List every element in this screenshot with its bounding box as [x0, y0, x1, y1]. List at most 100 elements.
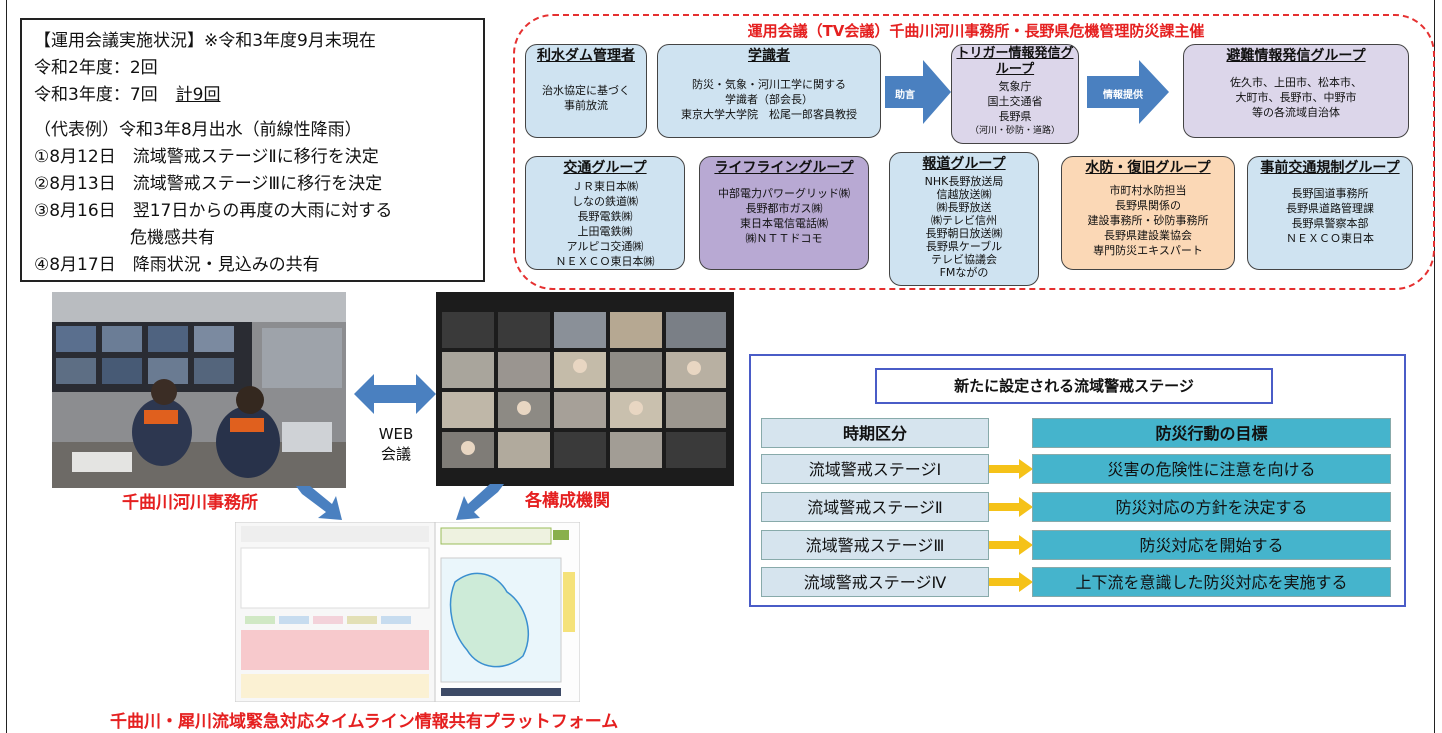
summary-title: 【運用会議実施状況】※令和3年度9月末現在	[34, 31, 376, 51]
agencies-video-grid	[436, 292, 734, 486]
group-evac-title: 避難情報発信グループ	[1226, 48, 1366, 64]
stage-table-title: 新たに設定される流域警戒ステージ	[875, 368, 1273, 404]
group-traffic-item: ＮＥＸＣＯ東日本	[1286, 232, 1374, 245]
operation-meeting-container: 運用会議（TV会議）千曲川河川事務所・長野県危機管理防災課主催 利水ダム管理者 …	[513, 14, 1435, 290]
group-evac-item: 等の各流域自治体	[1252, 106, 1340, 119]
stage-row-3-arrow	[989, 535, 1033, 555]
stage-row-1-goal: 災害の危険性に注意を向ける	[1032, 454, 1391, 484]
group-transport-item: しなの鉄道㈱	[572, 195, 638, 208]
stage-row-1-period: 流域警戒ステージⅠ	[761, 454, 989, 484]
group-media-item: テレビ協議会	[931, 253, 997, 266]
web-meeting-double-arrow	[354, 374, 436, 414]
summary-item-2: ②8月13日 流域警戒ステージⅢに移行を決定	[34, 174, 383, 194]
group-experts-title: 学識者	[748, 48, 790, 64]
timeline-platform-screenshots	[235, 522, 580, 702]
summary-example-title: （代表例）令和3年8月出水（前線性降雨）	[34, 120, 362, 140]
web-meeting-label: WEB 会議	[366, 424, 426, 464]
meeting-title: 運用会議（TV会議）千曲川河川事務所・長野県危機管理防災課主催	[747, 22, 1205, 40]
group-dam-item: 治水協定に基づく	[542, 84, 630, 97]
summary-item-1: ①8月12日 流域警戒ステージⅡに移行を決定	[34, 147, 379, 167]
group-transport-item: ＮＥＸＣＯ東日本㈱	[555, 255, 655, 268]
office-photo-label: 千曲川河川事務所	[122, 493, 258, 513]
group-transport-item: ＪＲ東日本㈱	[572, 180, 638, 193]
group-transport-item: 長野電鉄㈱	[577, 210, 633, 223]
group-flood-item: 専門防災エキスパート	[1093, 244, 1203, 257]
group-experts-item: 防災・気象・河川工学に関する	[692, 78, 846, 91]
web-meeting-label-1: WEB	[378, 425, 414, 443]
group-media-item: FMながの	[939, 266, 989, 279]
group-traffic-item: 長野国道事務所	[1291, 187, 1369, 200]
advice-arrow-label: 助言	[895, 90, 915, 101]
summary-item-3-cont: 危機感共有	[130, 228, 215, 248]
group-lifeline: ライフライングループ 中部電力パワーグリッド㈱ 長野都市ガス㈱ 東日本電信電話㈱…	[699, 156, 869, 270]
group-experts-item: 学識者（部会長）	[725, 93, 813, 106]
advice-arrow	[885, 60, 951, 124]
info-provision-arrow-label: 情報提供	[1103, 90, 1143, 101]
stage-row-2-goal: 防災対応の方針を決定する	[1032, 492, 1391, 522]
summary-item-4: ④8月17日 降雨状況・見込みの共有	[34, 255, 320, 275]
group-flood-title: 水防・復旧グループ	[1085, 160, 1211, 176]
group-flood-recovery: 水防・復旧グループ 市町村水防担当 長野県関係の 建設事務所・砂防事務所 長野県…	[1061, 156, 1235, 270]
group-dam-item: 事前放流	[564, 99, 608, 112]
stage-row-3-goal: 防災対応を開始する	[1032, 530, 1391, 560]
group-trigger-item: 国土交通省	[987, 95, 1043, 108]
group-trigger-info: トリガー情報発信グループ 気象庁 国土交通省 長野県 （河川・砂防・道路）	[951, 44, 1079, 144]
group-traffic-item: 長野県警察本部	[1291, 217, 1369, 230]
group-transport-item: アルピコ交通㈱	[566, 240, 644, 253]
group-lifeline-item: 中部電力パワーグリッド㈱	[718, 187, 850, 200]
group-lifeline-item: 長野都市ガス㈱	[745, 202, 823, 215]
group-lifeline-item: 東日本電信電話㈱	[740, 217, 828, 230]
stage-row-4-arrow	[989, 572, 1033, 592]
office-photo	[52, 292, 346, 488]
group-experts-item: 東京大学大学院 松尾一郎客員教授	[681, 108, 857, 121]
frame-right-line	[1434, 0, 1435, 733]
group-trigger-item: （河川・砂防・道路）	[969, 126, 1060, 136]
group-flood-item: 市町村水防担当	[1109, 184, 1187, 197]
goal-header: 防災行動の目標	[1032, 418, 1391, 448]
stage-row-4-period: 流域警戒ステージⅣ	[761, 567, 989, 597]
group-trigger-item: 気象庁	[998, 80, 1032, 93]
group-media-item: ㈱長野放送	[936, 201, 992, 214]
group-traffic-regulation: 事前交通規制グループ 長野国道事務所 長野県道路管理課 長野県警察本部 ＮＥＸＣ…	[1247, 156, 1413, 270]
summary-r3-line: 令和3年度：7回計9回	[34, 82, 471, 109]
summary-r3: 令和3年度：7回	[34, 85, 158, 105]
group-traffic-title: 事前交通規制グループ	[1260, 160, 1400, 176]
period-header: 時期区分	[761, 418, 989, 448]
stage-row-4-goal: 上下流を意識した防災対応を実施する	[1032, 567, 1391, 597]
group-media-item: NHK長野放送局	[924, 175, 1004, 188]
agencies-to-platform-arrow	[456, 484, 504, 520]
summary-total: 計9回	[175, 85, 221, 105]
group-transport-title: 交通グループ	[563, 160, 647, 176]
group-dam-title: 利水ダム管理者	[537, 48, 635, 64]
group-experts: 学識者 防災・気象・河川工学に関する 学識者（部会長） 東京大学大学院 松尾一郎…	[657, 44, 881, 138]
group-evacuation-info: 避難情報発信グループ 佐久市、上田市、松本市、 大町市、長野市、中野市 等の各流…	[1183, 44, 1409, 138]
group-traffic-item: 長野県道路管理課	[1286, 202, 1374, 215]
summary-item-3: ③8月16日 翌17日からの再度の大雨に対する	[34, 201, 393, 221]
group-media: 報道グループ NHK長野放送局 信越放送㈱ ㈱長野放送 ㈱テレビ信州 長野朝日放…	[889, 152, 1039, 286]
group-dam-managers: 利水ダム管理者 治水協定に基づく 事前放流	[525, 44, 647, 138]
group-media-title: 報道グループ	[922, 156, 1006, 172]
group-evac-item: 大町市、長野市、中野市	[1235, 91, 1357, 104]
summary-r2: 令和2年度：2回	[34, 58, 158, 78]
stage-row-3-period: 流域警戒ステージⅢ	[761, 530, 989, 560]
platform-label: 千曲川・犀川流域緊急対応タイムライン情報共有プラットフォーム	[110, 712, 619, 732]
group-media-item: ㈱テレビ信州	[931, 214, 997, 227]
web-meeting-label-2: 会議	[380, 445, 411, 463]
watershed-alert-stage-table: 新たに設定される流域警戒ステージ 時期区分 防災行動の目標 流域警戒ステージⅠ …	[749, 354, 1406, 607]
group-media-item: 長野朝日放送㈱	[925, 227, 1003, 240]
group-transport: 交通グループ ＪＲ東日本㈱ しなの鉄道㈱ 長野電鉄㈱ 上田電鉄㈱ アルピコ交通㈱…	[525, 156, 685, 270]
group-media-item: 信越放送㈱	[936, 188, 992, 201]
group-media-item: 長野県ケーブル	[925, 240, 1003, 253]
group-trigger-item: 長野県	[998, 110, 1032, 123]
group-evac-item: 佐久市、上田市、松本市、	[1230, 76, 1362, 89]
group-flood-item: 建設事務所・砂防事務所	[1087, 214, 1209, 227]
frame-left-line	[6, 0, 7, 733]
office-to-platform-arrow	[296, 486, 342, 520]
group-lifeline-item: ㈱ＮＴＴドコモ	[745, 232, 823, 245]
group-flood-item: 長野県建設業協会	[1104, 229, 1192, 242]
stage-row-1-arrow	[989, 459, 1033, 479]
group-trigger-title: トリガー情報発信グループ	[956, 46, 1074, 77]
stage-row-2-period: 流域警戒ステージⅡ	[761, 492, 989, 522]
info-provision-arrow	[1087, 60, 1169, 124]
group-lifeline-title: ライフライングループ	[714, 160, 854, 176]
